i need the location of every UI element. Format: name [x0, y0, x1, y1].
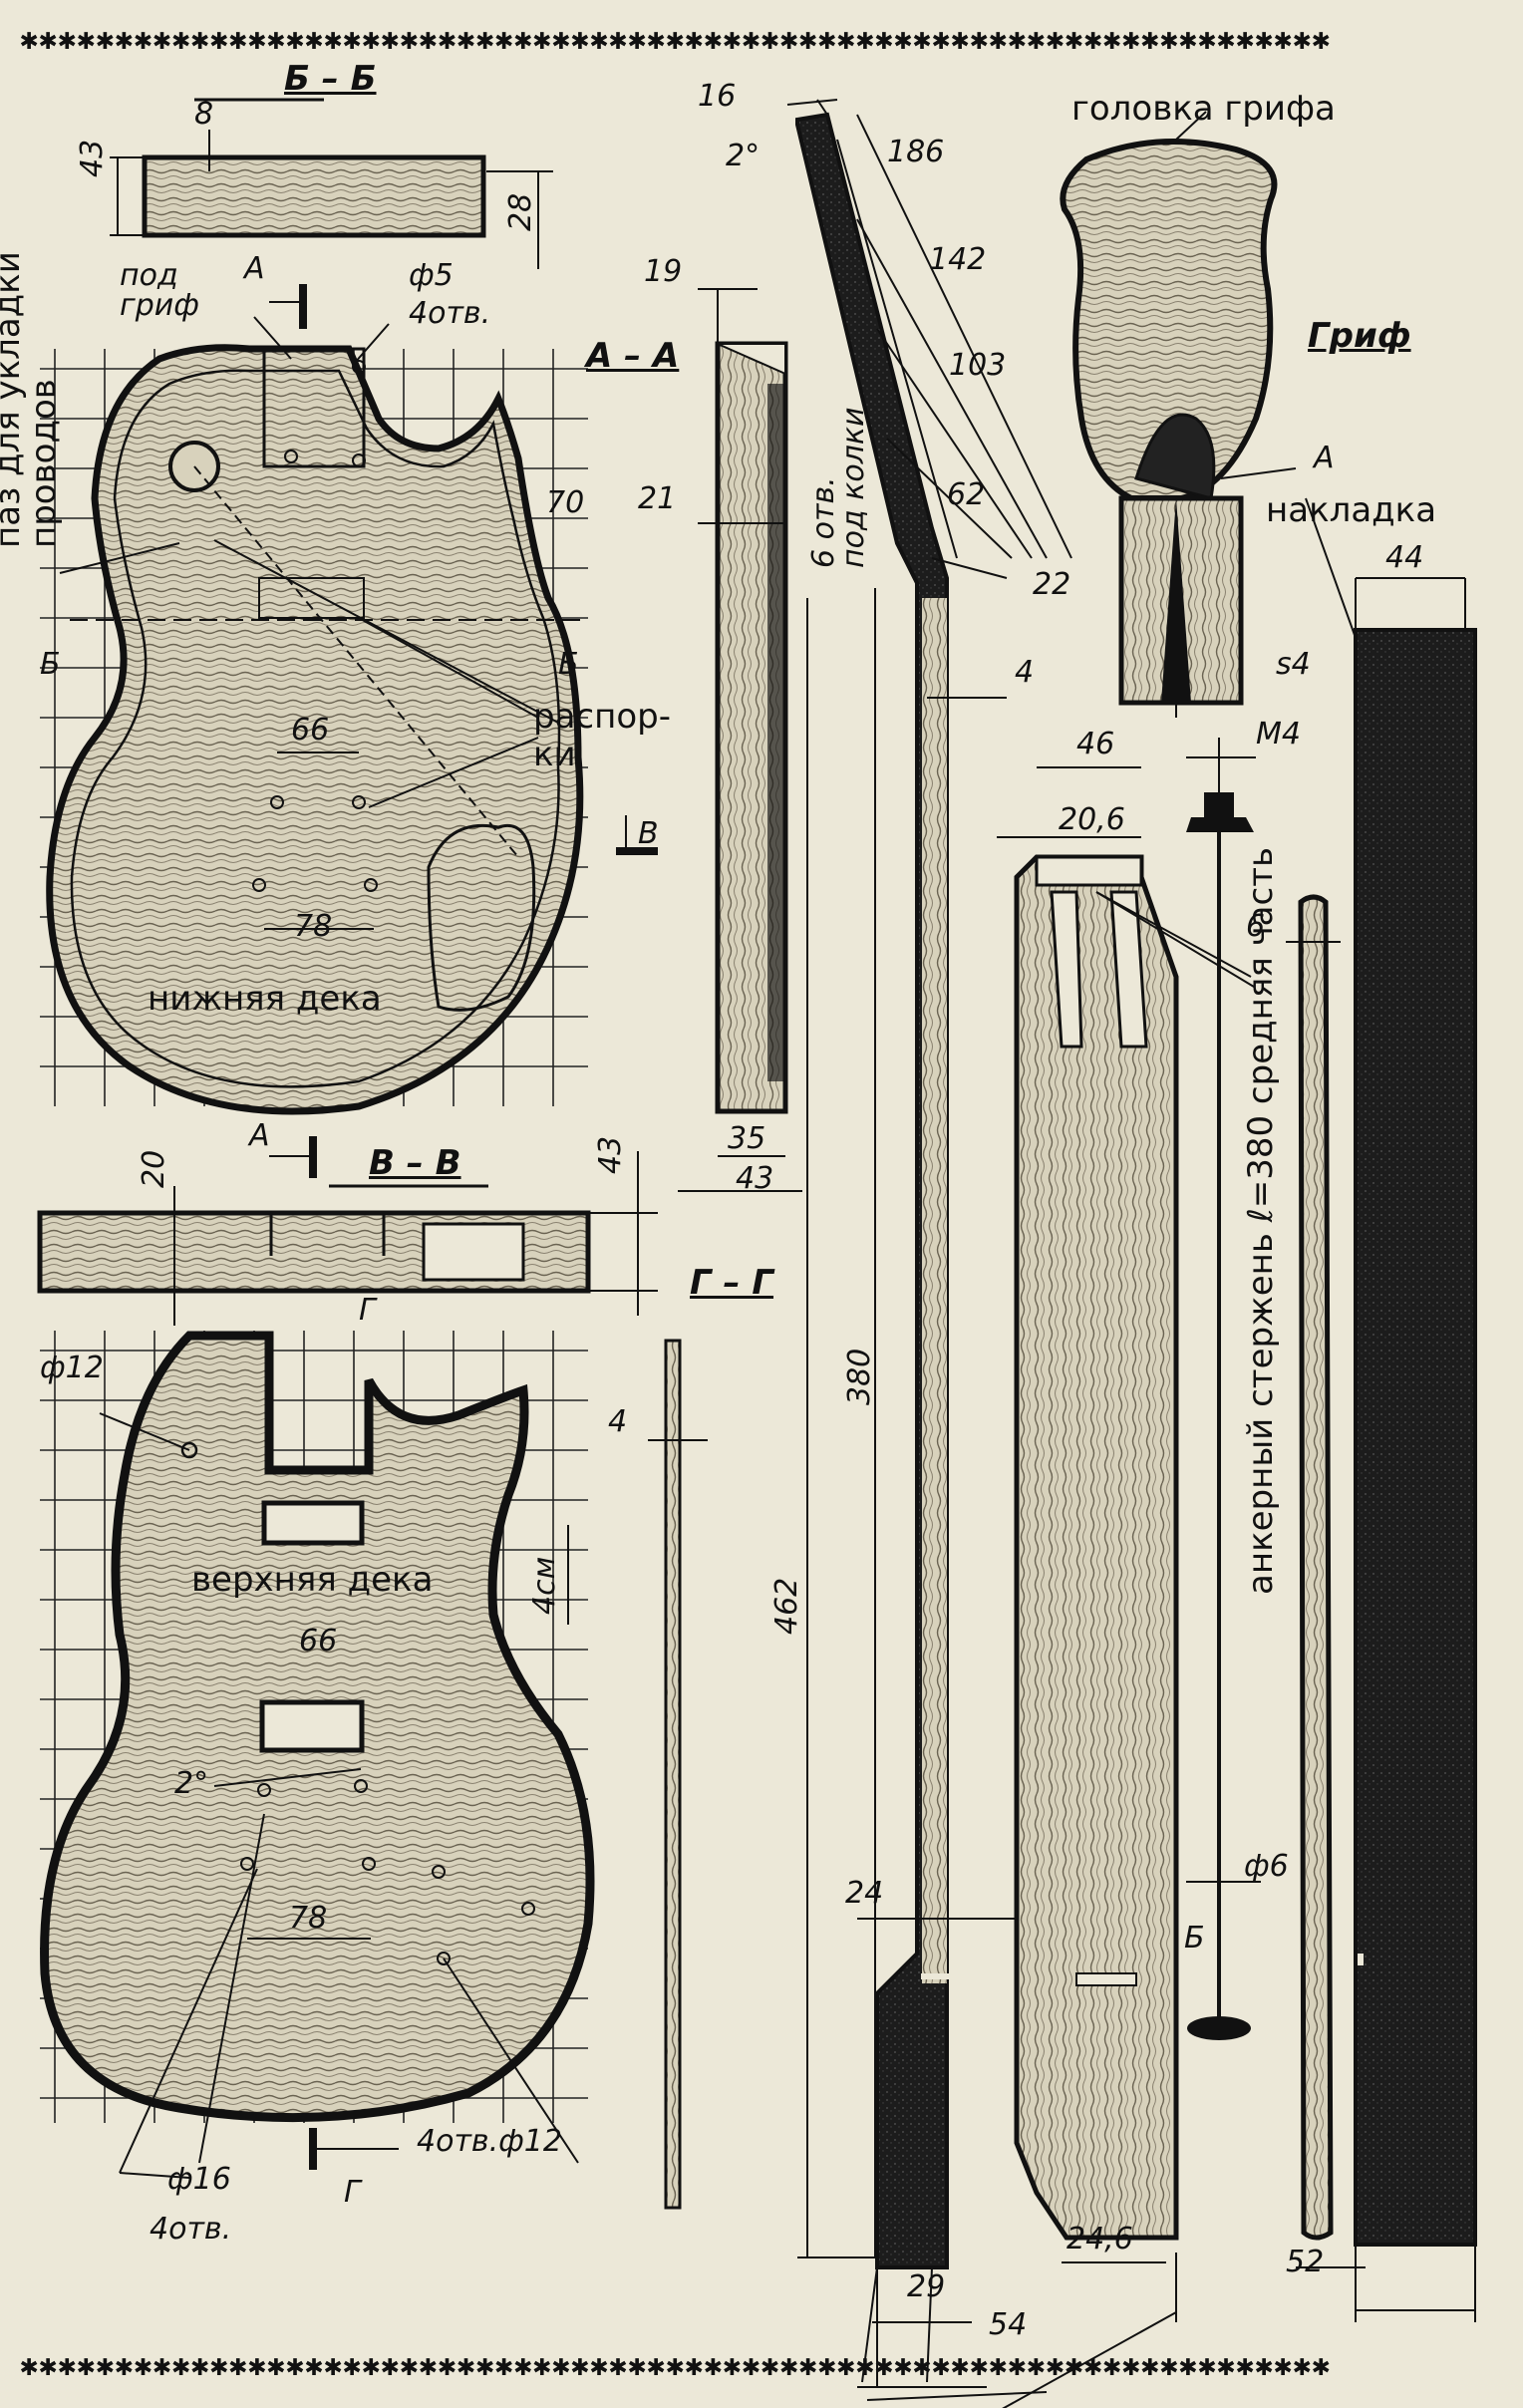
dim-62: 62	[947, 477, 986, 512]
label-pod-grif: под гриф	[120, 258, 199, 323]
section-title-aa: А – А	[586, 336, 680, 376]
dim-24-6: 24,6	[1066, 2222, 1133, 2257]
dim-186: 186	[887, 135, 945, 169]
dim-66-lower: 66	[291, 713, 330, 748]
marker-a-top: А	[244, 251, 265, 286]
dim-46: 46	[1076, 727, 1115, 761]
dim-380: 380	[842, 1348, 877, 1405]
section-title-bb: Б – Б	[284, 59, 377, 99]
section-bb	[110, 98, 553, 269]
dim-78-upper: 78	[289, 1901, 328, 1936]
dim-19: 19	[644, 254, 683, 289]
label-fingerboard: накладка	[1266, 490, 1437, 530]
section-aa	[678, 288, 802, 1192]
dim-29: 29	[907, 2269, 946, 2304]
marker-a-headstock: А	[1314, 441, 1335, 475]
label-neck-title: Гриф	[1308, 316, 1411, 356]
dim-2deg-upper: 2°	[174, 1766, 209, 1801]
dim-phi5: ф5	[409, 258, 454, 293]
dim-142: 142	[929, 242, 987, 277]
dim-70: 70	[546, 485, 585, 520]
dim-21: 21	[638, 481, 677, 516]
dim-43-vv: 43	[593, 1135, 628, 1174]
dim-4holes-phi12: 4отв.ф12	[417, 2124, 562, 2159]
marker-b-left: Б	[40, 647, 61, 682]
dim-43-bb: 43	[75, 139, 110, 177]
dim-6-strip: 6	[1246, 909, 1266, 944]
middle-strip	[1286, 894, 1341, 2241]
dim-43-aa: 43	[736, 1161, 774, 1196]
label-tuner-holes: 6 отв. под колки	[806, 407, 871, 568]
dim-m4: М4	[1256, 717, 1301, 752]
fingerboard	[1296, 497, 1477, 2322]
dim-16: 16	[698, 79, 737, 114]
dim-52: 52	[1286, 2245, 1325, 2279]
dim-28: 28	[503, 192, 538, 231]
dim-4-gg: 4	[608, 1404, 628, 1439]
middle-part	[997, 766, 1255, 2408]
truss-rod	[1186, 738, 1261, 2040]
marker-g-top: Г	[359, 1293, 376, 1328]
dim-8: 8	[194, 97, 214, 132]
dim-78-lower: 78	[294, 909, 333, 944]
marker-g-bottom: Г	[344, 2175, 361, 2210]
dim-4cm: 4см	[527, 1556, 562, 1615]
label-rasporki: распор- ки	[533, 697, 671, 774]
dim-24: 24	[845, 1876, 884, 1911]
marker-b-right: Б	[558, 647, 579, 682]
dim-2deg-neck: 2°	[726, 139, 761, 173]
headstock	[1060, 111, 1297, 718]
top-star-border: ✱✱✱✱✱✱✱✱✱✱✱✱✱✱✱✱✱✱✱✱✱✱✱✱✱✱✱✱✱✱✱✱✱✱✱✱✱✱✱✱…	[20, 22, 1332, 57]
dim-54: 54	[989, 2307, 1028, 2342]
dim-phi6: ф6	[1244, 1849, 1289, 1884]
dim-35: 35	[728, 1121, 766, 1156]
dim-462: 462	[769, 1577, 804, 1635]
dim-66-upper: 66	[299, 1624, 338, 1658]
section-title-gg: Г – Г	[690, 1263, 774, 1303]
dim-44: 44	[1385, 540, 1424, 575]
label-lower-deck: нижняя дека	[148, 979, 382, 1019]
dim-20: 20	[137, 1149, 171, 1188]
section-gg	[648, 1339, 708, 2210]
dim-20-6: 20,6	[1059, 802, 1125, 837]
dim-4holes-b: 4отв.	[150, 2212, 232, 2247]
dim-phi12: ф12	[40, 1351, 104, 1385]
marker-v: В	[638, 816, 659, 851]
dim-4-neck: 4	[1015, 655, 1035, 690]
lower-deck	[46, 284, 658, 1115]
upper-deck	[40, 1331, 595, 2179]
dim-phi16: ф16	[167, 2162, 231, 2197]
dim-4holes-a: 4отв.	[409, 296, 491, 331]
dim-22: 22	[1033, 567, 1071, 602]
dim-s4: s4	[1276, 647, 1311, 682]
section-vv	[37, 1136, 658, 1326]
bottom-star-border: ✱✱✱✱✱✱✱✱✱✱✱✱✱✱✱✱✱✱✱✱✱✱✱✱✱✱✱✱✱✱✱✱✱✱✱✱✱✱✱✱…	[20, 2348, 1332, 2383]
label-headstock: головка грифа	[1071, 89, 1336, 129]
marker-a-mid: А	[249, 1118, 270, 1153]
label-wire-groove: паз для укладки проводов	[0, 251, 64, 548]
label-upper-deck: верхняя дека	[191, 1560, 434, 1600]
marker-b-middle: Б	[1184, 1921, 1205, 1956]
section-title-vv: В – В	[369, 1143, 461, 1183]
dim-103: 103	[949, 348, 1007, 383]
neck-profile	[786, 99, 1072, 2401]
label-truss-rod: анкерный стержень ℓ=380 средняя часть	[1241, 846, 1281, 1595]
